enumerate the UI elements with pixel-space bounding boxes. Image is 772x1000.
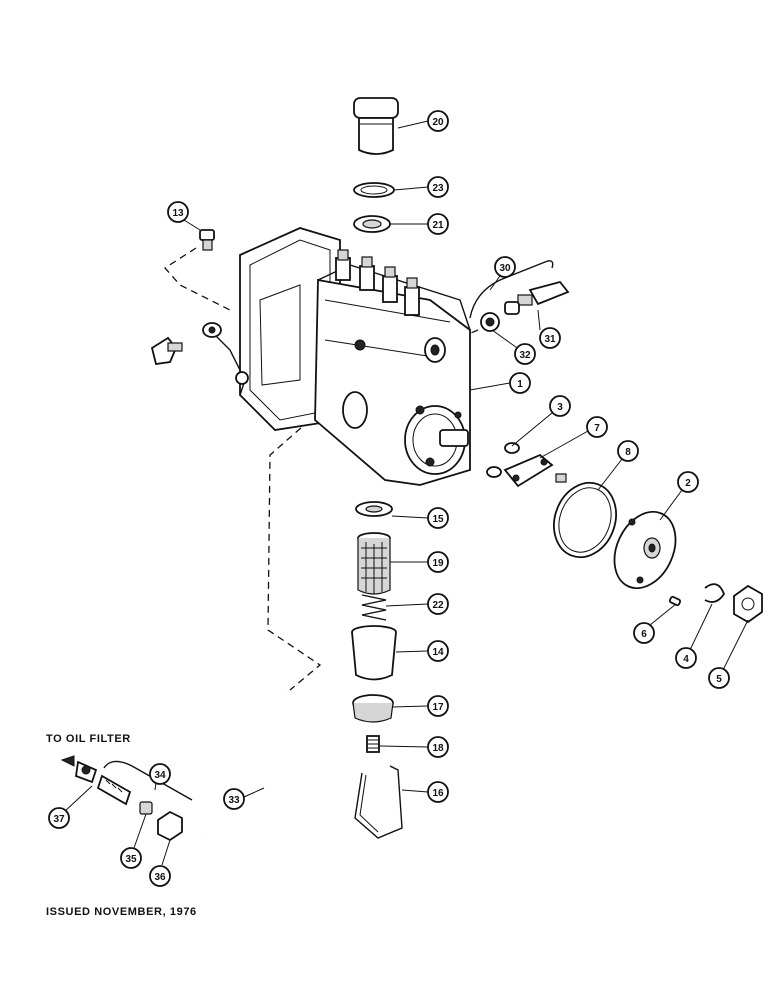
part-2-drive-plate bbox=[613, 510, 677, 590]
callout-32: 32 bbox=[514, 343, 536, 365]
part-35-sleeve bbox=[139, 801, 153, 815]
part-32-nut bbox=[480, 312, 500, 332]
svg-text:23: 23 bbox=[432, 183, 444, 194]
callout-23: 23 bbox=[427, 176, 449, 198]
callout-13: 13 bbox=[167, 201, 189, 223]
svg-text:3: 3 bbox=[557, 402, 563, 413]
callout-leaders bbox=[63, 120, 749, 866]
issued-date-label: ISSUED NOVEMBER, 1976 bbox=[46, 906, 197, 918]
svg-text:32: 32 bbox=[519, 350, 531, 361]
callout-15: 15 bbox=[427, 507, 449, 529]
svg-text:21: 21 bbox=[432, 220, 444, 231]
part-19-filter-element bbox=[357, 532, 391, 595]
part-14-filter-bowl bbox=[351, 625, 397, 681]
svg-text:19: 19 bbox=[432, 558, 444, 569]
callout-31: 31 bbox=[539, 327, 561, 349]
svg-text:4: 4 bbox=[683, 654, 689, 665]
callout-14: 14 bbox=[427, 640, 449, 662]
svg-text:36: 36 bbox=[154, 872, 166, 883]
part-31-fitting bbox=[504, 301, 520, 315]
svg-text:16: 16 bbox=[432, 788, 444, 799]
part-1-injection-pump-body bbox=[239, 227, 471, 486]
svg-text:14: 14 bbox=[432, 647, 444, 658]
svg-text:35: 35 bbox=[125, 854, 137, 865]
callout-19: 19 bbox=[427, 551, 449, 573]
callout-16: 16 bbox=[427, 781, 449, 803]
callout-7: 7 bbox=[586, 416, 608, 438]
part-15-washer bbox=[355, 501, 393, 517]
to-oil-filter-arrow bbox=[60, 755, 75, 767]
callout-6: 6 bbox=[633, 622, 655, 644]
part-30-connector-assembly bbox=[469, 260, 570, 319]
bolt-left bbox=[150, 336, 183, 366]
svg-text:13: 13 bbox=[172, 208, 184, 219]
svg-text:2: 2 bbox=[685, 478, 691, 489]
part-33-oil-line bbox=[199, 688, 285, 845]
svg-text:15: 15 bbox=[432, 514, 444, 525]
svg-text:5: 5 bbox=[716, 674, 722, 685]
part-6-key bbox=[668, 595, 682, 607]
part-23-seal-ring bbox=[353, 182, 395, 198]
callout-37: 37 bbox=[48, 807, 70, 829]
part-34-connector-assembly bbox=[96, 760, 193, 806]
callout-18: 18 bbox=[427, 736, 449, 758]
svg-text:30: 30 bbox=[499, 263, 511, 274]
part-3-nut bbox=[486, 442, 520, 478]
svg-text:20: 20 bbox=[432, 117, 444, 128]
part-17-retaining-nut bbox=[352, 694, 394, 723]
part-21-washer bbox=[353, 215, 391, 233]
dashed-leader-13 bbox=[164, 247, 231, 311]
svg-text:37: 37 bbox=[53, 814, 65, 825]
part-22-filter-bowl-cap bbox=[353, 97, 399, 155]
callout-3: 3 bbox=[549, 395, 571, 417]
callout-17: 17 bbox=[427, 695, 449, 717]
to-oil-filter-label: TO OIL FILTER bbox=[46, 733, 131, 745]
callout-22: 20 bbox=[427, 110, 449, 132]
svg-text:18: 18 bbox=[432, 743, 444, 754]
svg-text:31: 31 bbox=[544, 334, 556, 345]
callout-30: 30 bbox=[494, 256, 516, 278]
svg-text:22: 22 bbox=[432, 600, 444, 611]
dashed-leader-33 bbox=[267, 419, 322, 691]
part-20-spring bbox=[361, 594, 387, 621]
callout-34: 34 bbox=[149, 763, 171, 785]
part-5-nut bbox=[733, 584, 763, 624]
svg-text:34: 34 bbox=[154, 770, 166, 781]
callout-8: 8 bbox=[617, 440, 639, 462]
delivery-valve-outlets bbox=[335, 249, 420, 316]
callout-35: 35 bbox=[120, 847, 142, 869]
part-37-elbow bbox=[75, 760, 98, 784]
svg-text:17: 17 bbox=[432, 702, 444, 713]
part-16-bail-clamp bbox=[354, 765, 403, 839]
callout-1: 1 bbox=[509, 372, 531, 394]
svg-text:1: 1 bbox=[517, 379, 523, 390]
part-8-o-ring bbox=[553, 481, 617, 559]
callout-36: 36 bbox=[149, 865, 171, 887]
part-13-screw bbox=[199, 229, 215, 251]
part-18-stud bbox=[366, 735, 380, 753]
part-7-lock-plate bbox=[503, 453, 567, 488]
callout-33: 33 bbox=[223, 788, 245, 810]
svg-text:8: 8 bbox=[625, 447, 631, 458]
part-36-nut bbox=[157, 810, 183, 842]
callout-20: 22 bbox=[427, 593, 449, 615]
callout-2: 2 bbox=[677, 471, 699, 493]
svg-text:33: 33 bbox=[228, 795, 240, 806]
callout-5: 5 bbox=[708, 667, 730, 689]
svg-text:7: 7 bbox=[594, 423, 600, 434]
throttle-lever bbox=[202, 322, 249, 396]
callout-4: 4 bbox=[675, 647, 697, 669]
part-4-lock-washer bbox=[704, 583, 726, 603]
svg-text:6: 6 bbox=[641, 629, 647, 640]
callout-21: 21 bbox=[427, 213, 449, 235]
